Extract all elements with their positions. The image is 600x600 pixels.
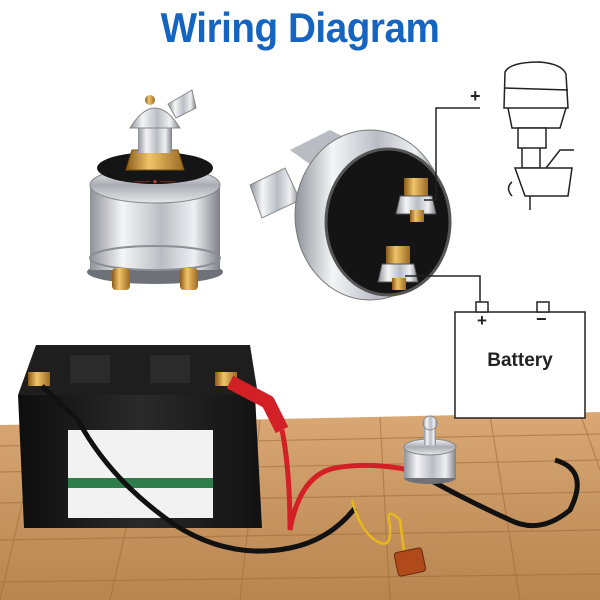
key-connector <box>350 499 427 577</box>
battery-switch-rear <box>249 129 452 301</box>
battery-icon <box>454 301 586 419</box>
motor-plus-label: + <box>470 86 481 106</box>
positive-cable <box>226 375 411 531</box>
battery-switch-installed <box>403 415 457 484</box>
battery-label: Battery <box>487 350 553 371</box>
page-title: Wiring Diagram <box>160 4 440 51</box>
battery-minus-label: − <box>536 309 547 329</box>
battery-plus-label: + <box>477 311 487 330</box>
battery-switch-front: —— ● —— <box>87 89 223 290</box>
schematic-lines <box>405 107 481 305</box>
svg-text:—— ● ——: —— ● —— <box>134 177 175 186</box>
negative-cable <box>40 384 580 554</box>
outboard-motor-icon <box>503 61 574 210</box>
car-battery <box>18 345 262 528</box>
